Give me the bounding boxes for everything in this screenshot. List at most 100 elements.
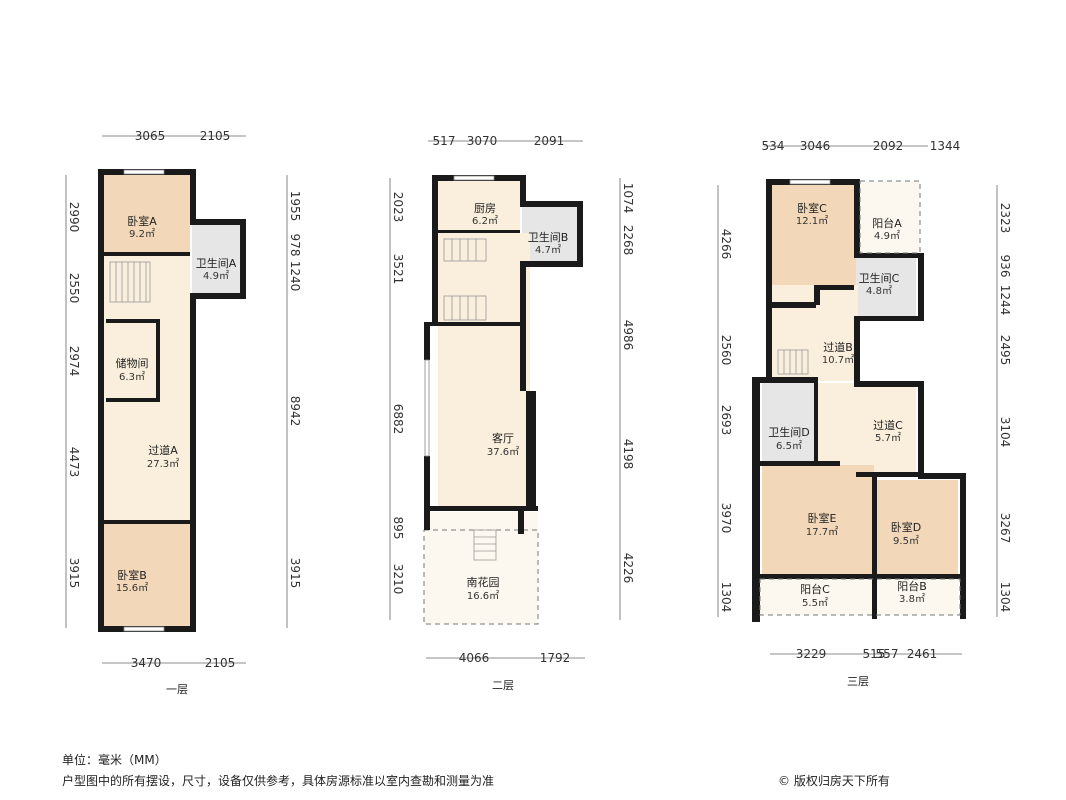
window xyxy=(424,359,430,457)
wall xyxy=(814,285,854,290)
wall xyxy=(854,316,860,386)
wall xyxy=(104,252,190,256)
wall xyxy=(424,456,430,530)
dimension-left: 895 xyxy=(391,517,405,540)
unit-note: 单位：毫米（MM） xyxy=(62,753,167,767)
room-name: 阳台A xyxy=(872,216,902,230)
dimension-lines xyxy=(65,135,288,664)
wall xyxy=(526,391,536,509)
dimension-left: 1304 xyxy=(719,582,733,613)
room-area: 6.2㎡ xyxy=(472,215,498,227)
dimension-right: 3915 xyxy=(288,558,302,589)
dimension-right-group: 2323 936 1244 2495 3104 3267 1304 xyxy=(998,203,1012,613)
dimension-bottom: 557 xyxy=(876,647,899,661)
room-name: 卧室B xyxy=(117,568,147,582)
dimension-top: 3065 xyxy=(135,129,166,143)
wall xyxy=(752,377,760,622)
room-name: 卫生间B xyxy=(528,230,569,244)
dimension-left-group: 4266 2560 2693 3970 1304 xyxy=(719,229,733,613)
wall xyxy=(814,377,818,463)
room-name: 过道B xyxy=(823,340,853,354)
wall xyxy=(190,219,246,225)
dimension-right: 936 xyxy=(998,255,1012,278)
wall xyxy=(872,477,877,619)
wall xyxy=(760,574,960,579)
dimension-left-group: 2990 2550 2974 4473 3915 xyxy=(67,202,81,589)
dimension-right: 1304 xyxy=(998,582,1012,613)
wall xyxy=(854,316,924,321)
wall xyxy=(960,473,966,619)
dimension-right: 1074 xyxy=(621,183,635,214)
wall xyxy=(752,377,818,383)
dimension-bottom: 2105 xyxy=(205,656,236,670)
room-area: 12.1㎡ xyxy=(796,215,828,227)
dimension-top: 1344 xyxy=(930,139,961,153)
room-area: 4.9㎡ xyxy=(874,230,900,242)
dimension-right: 3267 xyxy=(998,513,1012,544)
dimension-left: 2023 xyxy=(391,192,405,223)
dimension-right: 4986 xyxy=(621,320,635,351)
floor-2: 厨房 6.2㎡ 卫生间B 4.7㎡ 客厅 37.6㎡ 南花园 16.6㎡ 二层 … xyxy=(389,134,635,692)
dimension-top: 2092 xyxy=(873,139,904,153)
dimension-bottom: 515 xyxy=(863,647,886,661)
dimension-bottom: 4066 xyxy=(459,651,490,665)
room-area: 9.5㎡ xyxy=(893,535,919,547)
room-name: 卫生间C xyxy=(859,271,900,285)
stair-symbol xyxy=(109,261,151,303)
wall xyxy=(854,179,860,257)
wall xyxy=(520,261,526,391)
dimension-lines xyxy=(389,140,621,659)
dimension-right: 2323 xyxy=(998,203,1012,234)
room-name: 卫生间A xyxy=(196,256,237,270)
wall xyxy=(918,381,924,477)
room-name: 阳台C xyxy=(800,582,830,596)
room-area: 37.6㎡ xyxy=(487,446,519,458)
dimension-right: 1240 xyxy=(288,261,302,292)
room-area: 4.9㎡ xyxy=(203,270,229,282)
room-bedroom-b-fill xyxy=(104,523,190,626)
wall xyxy=(814,285,820,305)
room-name: 阳台B xyxy=(897,579,927,593)
dimension-left: 2550 xyxy=(67,273,81,304)
dimension-right-group: 1955 978 1240 8942 3915 xyxy=(288,191,302,589)
room-bathroom-c-fill xyxy=(856,256,916,316)
wall xyxy=(438,230,520,233)
wall xyxy=(577,201,583,267)
wall xyxy=(766,179,772,379)
wall xyxy=(854,381,924,387)
balcony-boundary xyxy=(859,180,921,254)
room-bathroom-b-fill xyxy=(522,207,577,261)
window xyxy=(123,626,165,632)
room-area: 17.7㎡ xyxy=(806,526,838,538)
wall xyxy=(104,520,190,524)
dimension-left: 2693 xyxy=(719,405,733,436)
wall xyxy=(106,398,160,402)
dimension-top: 517 xyxy=(433,134,456,148)
dimension-left: 3521 xyxy=(391,254,405,285)
dimension-bottom: 3470 xyxy=(131,656,162,670)
room-bedroom-a-fill xyxy=(104,175,190,255)
wall xyxy=(520,201,583,207)
room-kitchen-fill xyxy=(438,181,520,233)
room-name: 卧室A xyxy=(127,214,157,228)
room-bedroom-d-fill xyxy=(876,480,958,575)
wall xyxy=(856,472,920,477)
room-name: 客厅 xyxy=(492,431,514,445)
dimension-bottom: 1792 xyxy=(540,651,571,665)
dimension-right: 1244 xyxy=(998,285,1012,316)
wall xyxy=(98,169,104,632)
wall xyxy=(156,319,160,402)
dimension-right: 2495 xyxy=(998,335,1012,366)
dimension-right-group: 1074 2268 4986 4198 4226 xyxy=(621,183,635,584)
dimension-lines xyxy=(717,145,998,655)
disclaimer-note: 户型图中的所有摆设，尺寸，设备仅供参考，具体房源标准以室内查勘和测量为准 xyxy=(62,774,495,788)
room-area: 27.3㎡ xyxy=(147,458,179,470)
wall xyxy=(854,253,924,258)
room-area: 16.6㎡ xyxy=(467,590,499,602)
dimension-left: 3210 xyxy=(391,564,405,595)
dimension-top: 2091 xyxy=(534,134,565,148)
wall xyxy=(424,322,430,360)
floor-label: 一层 xyxy=(166,683,188,696)
dimension-bottom: 3229 xyxy=(796,647,827,661)
wall xyxy=(772,302,816,308)
